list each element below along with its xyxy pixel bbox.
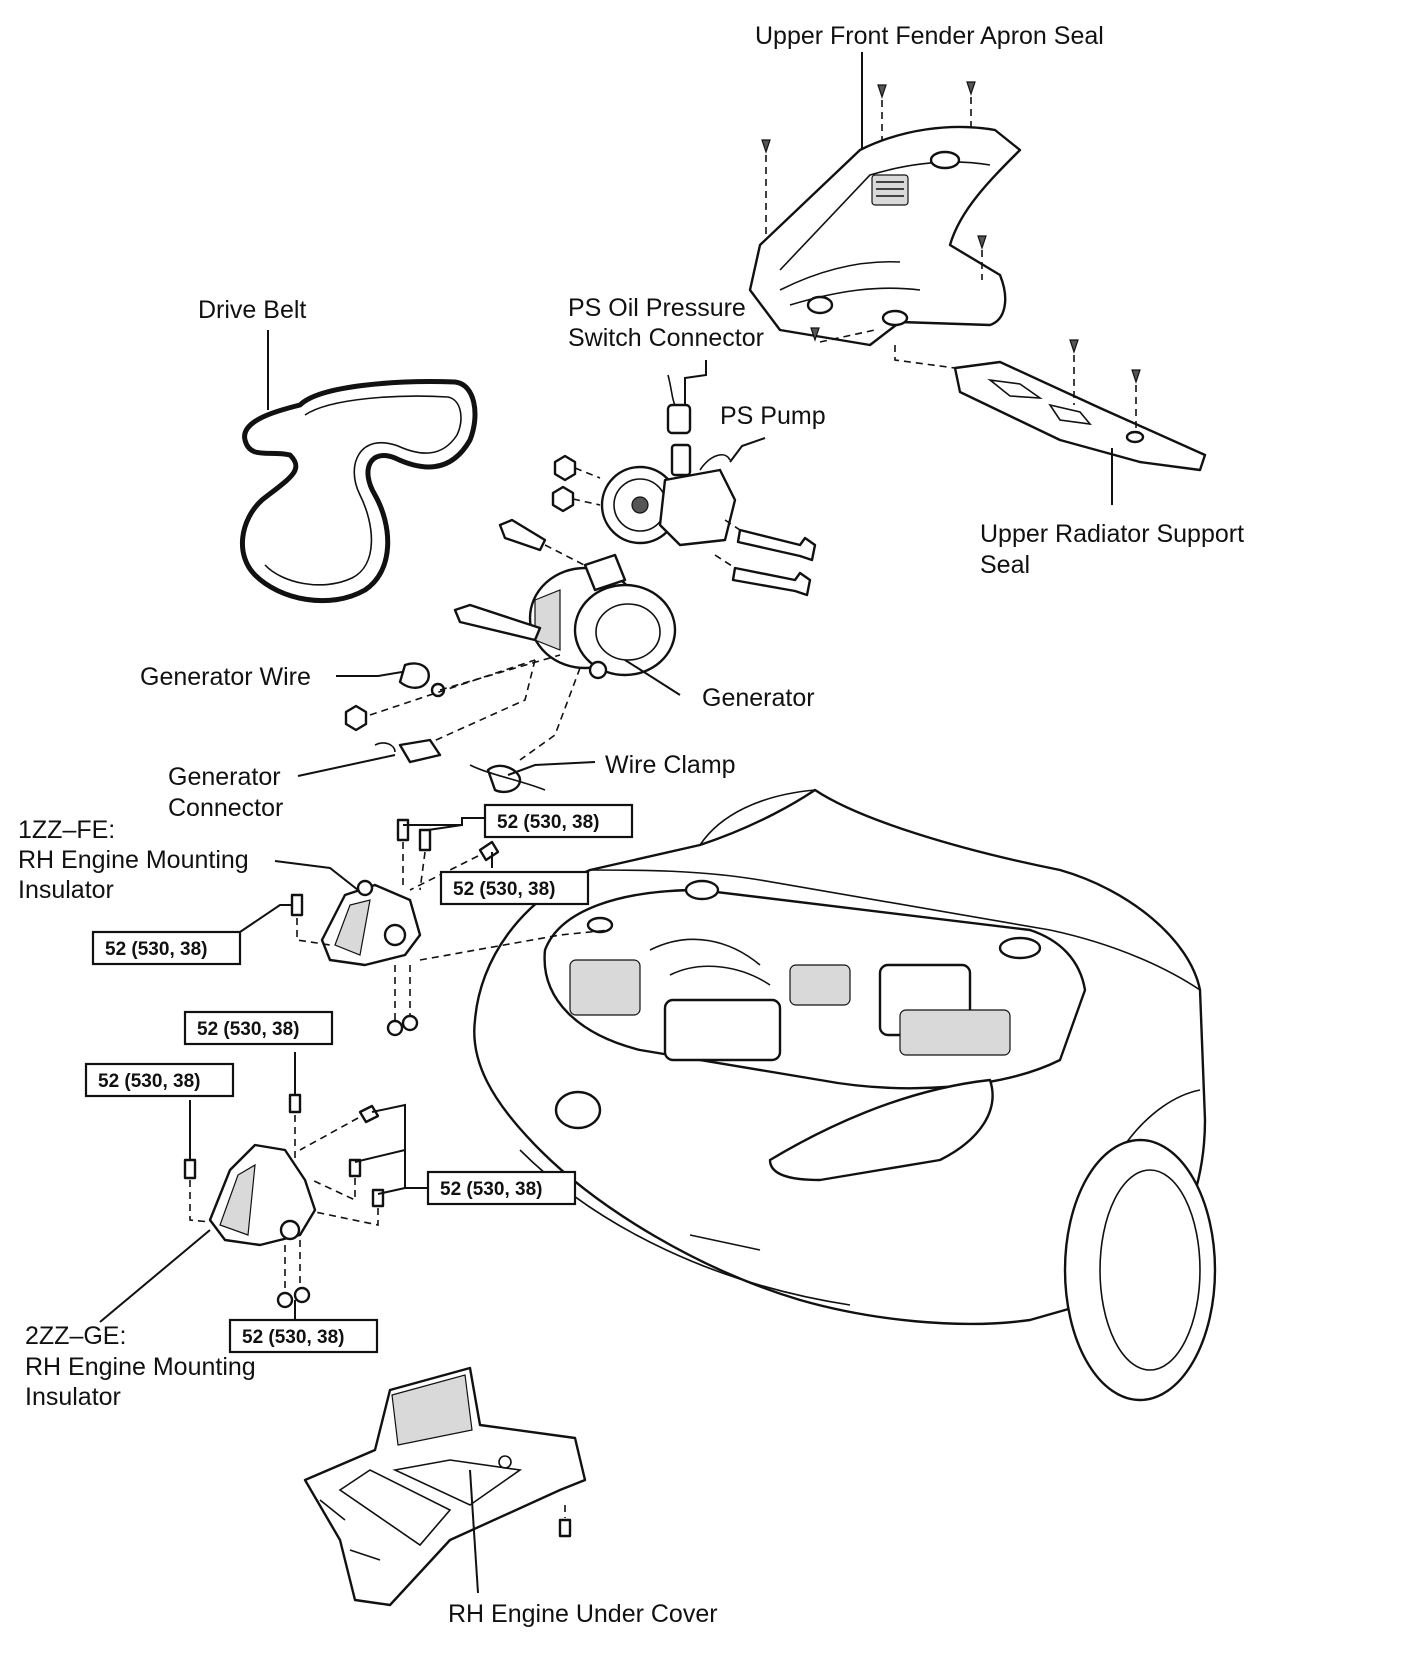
label-generator-connector-2: Connector xyxy=(168,794,283,822)
label-ps-oil-pressure-switch-connector-1: PS Oil Pressure xyxy=(568,294,746,322)
label-rh-engine-under-cover: RH Engine Under Cover xyxy=(448,1600,718,1628)
torque-value: 52 (530, 38) xyxy=(440,1179,542,1200)
torque-box-2zz-top: 52 (530, 38) xyxy=(183,1010,334,1046)
torque-box-1zz-left: 52 (530, 38) xyxy=(91,930,242,966)
car-body-illustration xyxy=(473,788,1217,1402)
label-2zz-ge-3: Insulator xyxy=(25,1383,121,1411)
torque-value: 52 (530, 38) xyxy=(453,879,555,900)
label-upper-radiator-support-seal-1: Upper Radiator Support xyxy=(980,520,1244,548)
torque-box-1zz-upper: 52 (530, 38) xyxy=(483,803,634,839)
torque-box-2zz-left: 52 (530, 38) xyxy=(84,1062,235,1098)
label-ps-pump: PS Pump xyxy=(720,402,826,430)
leader-lines xyxy=(99,52,1113,1594)
label-drive-belt: Drive Belt xyxy=(198,296,306,324)
rh-engine-under-cover-part xyxy=(303,1366,587,1607)
2zz-ge-mounting-insulator-part xyxy=(183,1093,385,1309)
ps-pump-part xyxy=(498,374,817,597)
label-generator-wire: Generator Wire xyxy=(140,663,311,691)
torque-value: 52 (530, 38) xyxy=(197,1019,299,1040)
part-labels: Upper Front Fender Apron Seal Drive Belt… xyxy=(18,22,1244,1628)
torque-spec-boxes: 52 (530, 38) 52 (530, 38) 52 (530, 38) 5… xyxy=(84,803,634,1354)
1zz-fe-mounting-insulator-part xyxy=(290,818,611,1037)
label-1zz-fe-3: Insulator xyxy=(18,876,114,904)
generator-part xyxy=(453,553,677,680)
label-generator: Generator xyxy=(702,684,815,712)
drive-belt-part xyxy=(239,379,478,604)
label-1zz-fe-2: RH Engine Mounting xyxy=(18,846,249,874)
torque-value: 52 (530, 38) xyxy=(98,1071,200,1092)
label-upper-radiator-support-seal-2: Seal xyxy=(980,551,1030,579)
torque-box-2zz-right: 52 (530, 38) xyxy=(426,1170,577,1206)
label-wire-clamp: Wire Clamp xyxy=(605,751,736,779)
torque-value: 52 (530, 38) xyxy=(242,1327,344,1348)
torque-value: 52 (530, 38) xyxy=(497,812,599,833)
label-1zz-fe-1: 1ZZ–FE: xyxy=(18,816,115,844)
upper-radiator-support-seal-part xyxy=(894,339,1207,472)
label-generator-connector-1: Generator xyxy=(168,763,281,791)
label-2zz-ge-1: 2ZZ–GE: xyxy=(25,1322,126,1350)
generator-wiring-part xyxy=(344,654,581,794)
label-upper-front-fender-apron-seal: Upper Front Fender Apron Seal xyxy=(755,22,1104,50)
torque-value: 52 (530, 38) xyxy=(105,939,207,960)
torque-box-2zz-bottom: 52 (530, 38) xyxy=(228,1318,379,1354)
upper-front-fender-apron-seal-part xyxy=(748,81,1022,347)
torque-box-1zz-side: 52 (530, 38) xyxy=(439,870,590,906)
label-2zz-ge-2: RH Engine Mounting xyxy=(25,1353,256,1381)
label-ps-oil-pressure-switch-connector-2: Switch Connector xyxy=(568,324,764,352)
